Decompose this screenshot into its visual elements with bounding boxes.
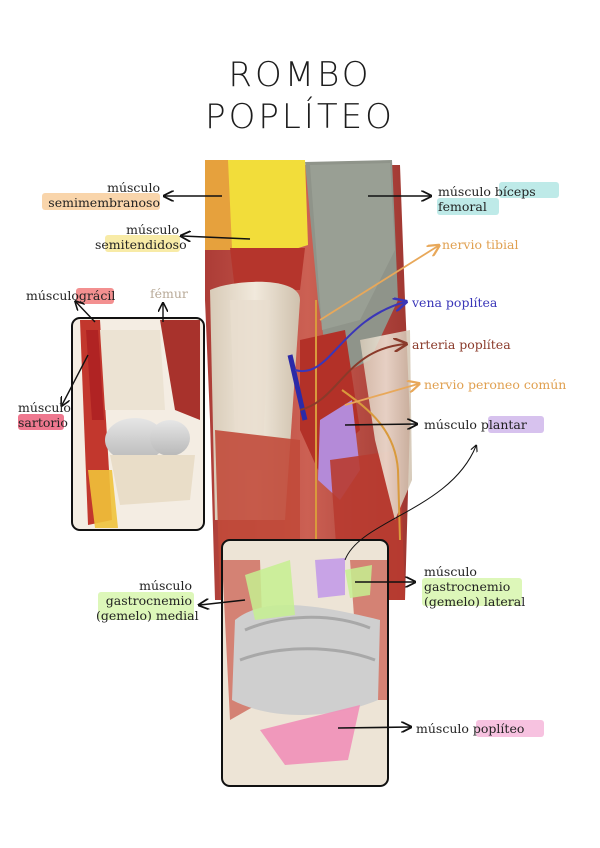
label-gastro-lateral-line2: gastrocnemio	[424, 579, 511, 594]
label-sartorio-line2: sartorio	[18, 415, 68, 430]
label-sartorio: músculo sartorio	[18, 400, 71, 430]
inset-knee-posterior	[221, 539, 389, 787]
label-popliteo: músculo poplíteo	[416, 721, 524, 736]
label-gastro-lateral-line3: (gemelo) lateral	[424, 594, 526, 609]
label-nervio-tibial: nervio tibial	[442, 237, 519, 252]
label-gastrocnemio-lateral: músculo gastrocnemio (gemelo) lateral	[424, 564, 525, 609]
label-biceps-word1: músculo	[438, 184, 491, 199]
leg-back-view	[205, 160, 412, 600]
label-nervio-peroneo: nervio peroneo común	[424, 377, 567, 392]
label-femur: fémur	[150, 286, 188, 301]
label-semimembranoso-line1: músculo	[107, 180, 160, 195]
label-semitendinoso-line2: semitendidoso	[95, 237, 187, 252]
label-arteria-poplitea: arteria poplítea	[412, 337, 511, 352]
label-gastro-medial-line1: músculo	[139, 578, 192, 593]
label-semimembranoso-line2: semimembranoso	[48, 195, 160, 210]
label-gracil-word1: músculo	[26, 288, 79, 303]
page-title-line2: POPLÍTEO	[205, 97, 395, 137]
label-gastrocnemio-medial: músculo gastrocnemio (gemelo) medial	[96, 578, 199, 623]
label-biceps-line2: femoral	[438, 199, 487, 214]
label-popliteo-word1: músculo	[416, 721, 469, 736]
page-title-line1: ROMBO	[228, 55, 372, 95]
label-semitendinoso: músculo semitendidoso	[95, 222, 187, 252]
label-gastro-lateral-line1: músculo	[424, 564, 477, 579]
label-plantar: músculo plantar	[424, 417, 527, 432]
label-gastro-medial-line2: gastrocnemio	[105, 593, 192, 608]
label-plantar-word2: plantar	[480, 417, 527, 432]
label-gracil: músculográcil	[26, 288, 115, 303]
label-biceps-word2: bíceps	[494, 184, 536, 199]
label-biceps-femoral: músculo bíceps femoral	[438, 184, 536, 214]
label-gracil-word2: grácil	[78, 288, 116, 303]
label-popliteo-word2: poplíteo	[472, 721, 525, 736]
label-semitendinoso-line1: músculo	[126, 222, 179, 237]
label-plantar-word1: músculo	[424, 417, 477, 432]
label-semimembranoso: músculo semimembranoso	[40, 180, 160, 210]
label-sartorio-line1: músculo	[18, 400, 71, 415]
label-vena-poplitea: vena poplítea	[412, 295, 498, 310]
label-gastro-medial-line3: (gemelo) medial	[96, 608, 199, 623]
inset-knee-anterior	[71, 317, 205, 531]
